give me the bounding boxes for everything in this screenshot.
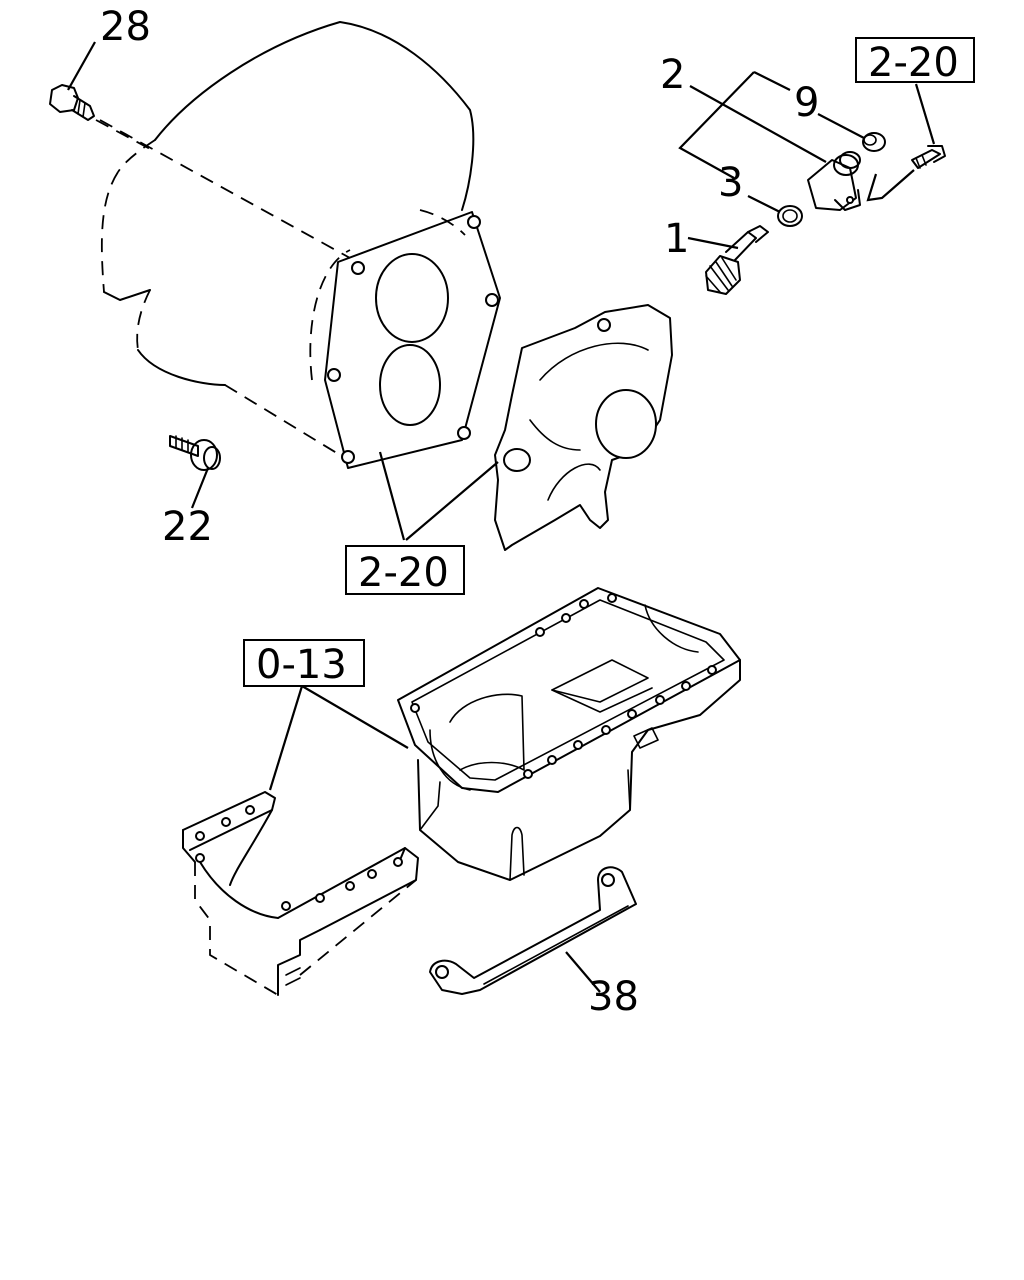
ref-label-top-right: 2-20	[868, 40, 959, 86]
bracket-38-icon	[429, 866, 637, 995]
callout-1: 1	[664, 216, 689, 262]
bolt-28-icon	[49, 84, 153, 151]
flywheel-housing	[99, 21, 501, 469]
callout-22: 22	[162, 504, 213, 550]
leader-lines	[67, 41, 936, 993]
callout-3: 3	[718, 160, 743, 206]
speedometer-sleeve-icon	[807, 151, 861, 211]
callout-38: 38	[588, 974, 639, 1020]
callout-28: 28	[100, 4, 151, 50]
ref-label-oil-pan: 0-13	[256, 642, 347, 688]
o-ring-3-icon	[777, 205, 803, 227]
oil-pan	[397, 587, 741, 881]
ref-box-middle[interactable]: 2-20	[345, 545, 465, 596]
screw-icon	[911, 145, 946, 169]
ref-label-middle: 2-20	[358, 550, 449, 596]
callout-9: 9	[794, 80, 819, 126]
timing-cover-gasket	[494, 304, 673, 551]
callout-2: 2	[660, 52, 685, 98]
bolt-22-icon	[169, 435, 221, 471]
seal-9-icon	[862, 132, 886, 152]
driven-gear-1-icon	[705, 225, 769, 295]
ref-box-oil-pan[interactable]: 0-13	[243, 639, 365, 688]
ref-box-top-right[interactable]: 2-20	[855, 37, 975, 86]
oil-pan-flange-holes	[410, 593, 717, 779]
oil-pan-baffle	[182, 791, 419, 996]
